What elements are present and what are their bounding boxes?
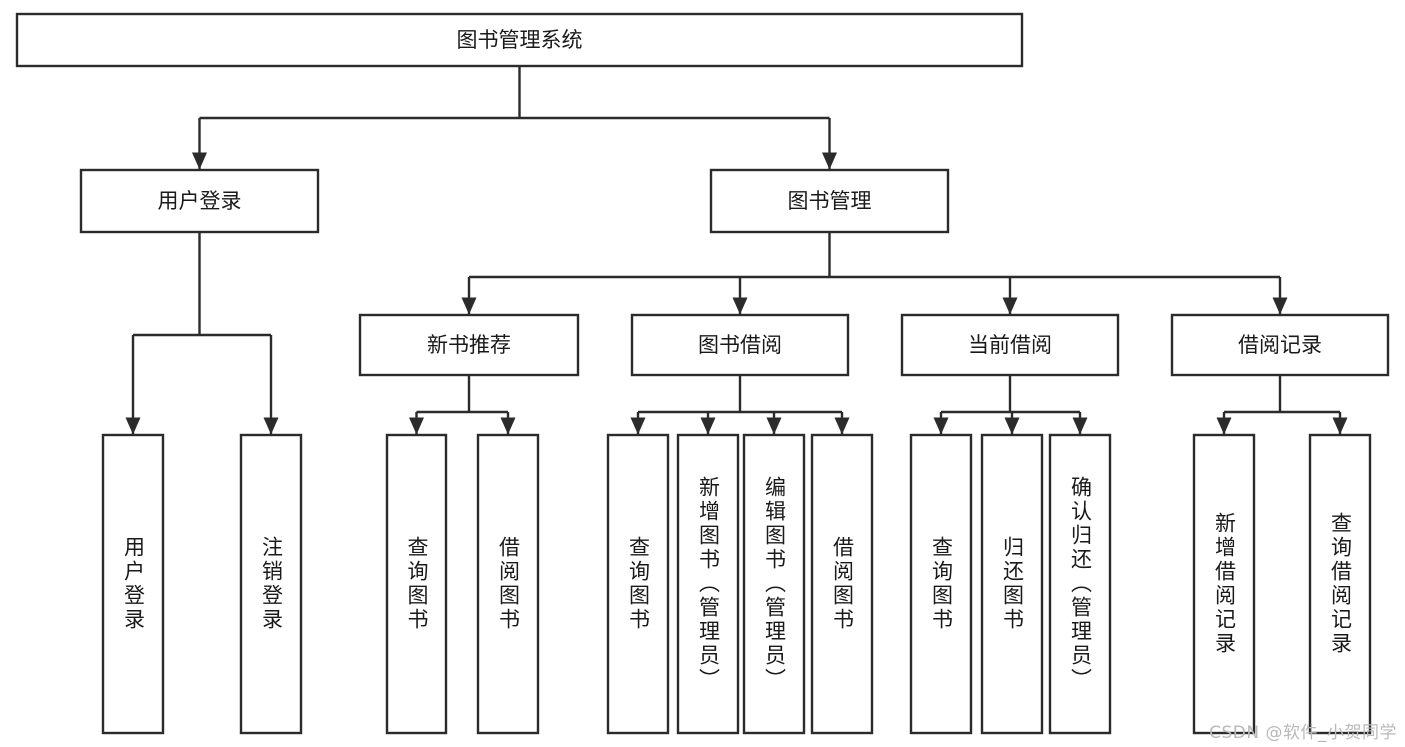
arrow-head [630,417,646,435]
node-box-leaf-add-record[interactable] [1192,433,1256,735]
connector-layer [125,66,1348,435]
node-label-new-book-rec: 新书推荐 [427,333,511,357]
arrow-head [192,152,207,170]
node-box-leaf-edit-book[interactable] [742,433,806,735]
arrow-head [1216,417,1232,435]
arrow-head [125,417,141,435]
node-label-root: 图书管理系统 [457,28,583,52]
node-label-book-manage: 图书管理 [788,189,872,213]
arrow-head [1004,417,1020,435]
node-box-book-manage[interactable] [709,168,950,234]
node-box-leaf-borrow-book-1[interactable] [476,433,540,735]
node-box-current-borrow[interactable] [900,313,1120,377]
node-box-layer [15,12,1390,735]
node-box-leaf-query-book-2[interactable] [606,433,670,735]
node-label-user-login: 用户登录 [158,189,242,213]
arrow-head [1272,297,1288,315]
arrow-head [1072,417,1088,435]
node-box-root[interactable] [15,12,1024,68]
node-box-borrow-record[interactable] [1170,313,1390,377]
node-box-leaf-return-book[interactable] [980,433,1044,735]
arrow-head [1002,297,1018,315]
node-box-leaf-add-book[interactable] [676,433,740,735]
arrow-head [732,297,748,315]
csdn-watermark: CSDN @软件_小贺同学 [1209,723,1397,743]
arrow-head [700,417,716,435]
arrow-head [461,297,477,315]
arrow-head [263,417,279,435]
node-box-leaf-logout[interactable] [239,433,303,735]
node-box-user-login[interactable] [79,168,320,234]
node-box-new-book-rec[interactable] [358,313,580,377]
arrow-head [766,417,782,435]
arrow-head [1332,417,1348,435]
arrow-head [834,417,850,435]
node-box-leaf-query-book-3[interactable] [909,433,973,735]
node-box-leaf-query-record[interactable] [1308,433,1372,735]
node-box-leaf-user-login[interactable] [101,433,165,735]
node-label-borrow-record: 借阅记录 [1238,333,1322,357]
node-box-leaf-query-book-1[interactable] [385,433,448,735]
node-box-leaf-borrow-book-2[interactable] [810,433,874,735]
arrow-head [500,417,516,435]
arrow-head [933,417,949,435]
node-box-leaf-confirm-return[interactable] [1048,433,1112,735]
arrow-head [409,417,424,435]
arrow-head [822,152,837,170]
node-label-book-borrow: 图书借阅 [698,333,782,357]
node-box-book-borrow[interactable] [630,313,850,377]
node-label-current-borrow: 当前借阅 [968,333,1052,357]
